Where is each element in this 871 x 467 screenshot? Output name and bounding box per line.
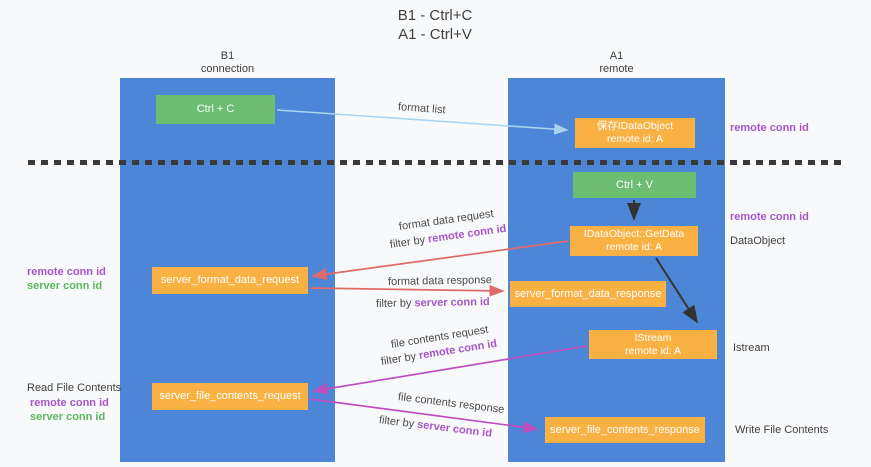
server-conn-id-value: server conn id (414, 296, 490, 310)
idataobject-getdata-box: IDataObject::GetData remote id: A (570, 226, 698, 256)
write-file-contents-label: Write File Contents (735, 424, 829, 436)
server-format-data-response-box: server_format_data_response (510, 281, 666, 307)
dataobject-label: DataObject (730, 235, 786, 247)
remote-conn-id-label-mid: remote conn id (730, 211, 809, 223)
filter-by-text: filter by (375, 297, 415, 310)
format-data-response-label: format data response (387, 274, 493, 288)
arrow-format-data-response (309, 284, 505, 297)
server-conn-id-value: server conn id (416, 418, 493, 440)
ctrl-v-label: Ctrl + V (616, 178, 653, 191)
title-line-1: B1 - Ctrl+C (397, 7, 473, 24)
server-file-contents-response-box: server_file_contents_response (545, 417, 705, 443)
format-data-response-filter-label: filter by server conn id (376, 296, 490, 310)
save-idataobject-line1: 保存IDataObject (596, 120, 674, 132)
file-contents-response-label: file contents response (397, 391, 505, 416)
file-server-conn-id-label: server conn id (30, 411, 106, 423)
istream-line2: remote id: A (624, 344, 682, 357)
left-column-subtitle: connection (200, 63, 255, 75)
filter-by-text: filter by (389, 233, 429, 251)
server-format-data-response-label: server_format_data_response (514, 287, 662, 300)
server-format-data-request-box: server_format_data_request (152, 267, 308, 294)
filter-by-text: filter by (380, 350, 420, 368)
server-file-contents-request-label: server_file_contents_request (159, 390, 301, 402)
filter-by-text: filter by (378, 414, 418, 431)
format-remote-conn-id-label: remote conn id (27, 266, 106, 278)
format-server-conn-id-label: server conn id (27, 280, 103, 292)
save-idataobject-box: 保存IDataObject remote id: A (575, 118, 695, 148)
format-list-label: format list (397, 101, 446, 117)
istream-line1: IStream (634, 331, 672, 344)
ctrl-c-label: Ctrl + C (196, 103, 235, 115)
right-column-title: A1 (609, 50, 624, 62)
idataobject-getdata-line2: remote id: A (605, 241, 663, 253)
remote-conn-id-label-top: remote conn id (730, 122, 809, 134)
left-column-title: B1 (220, 50, 235, 62)
title-line-2: A1 - Ctrl+V (398, 26, 472, 43)
save-idataobject-line2: remote id: A (606, 133, 664, 145)
file-contents-response-filter-label: filter by server conn id (378, 414, 492, 440)
read-file-contents-label: Read File Contents (27, 382, 122, 394)
file-remote-conn-id-label: remote conn id (30, 397, 109, 409)
ctrl-v-box: Ctrl + V (573, 172, 696, 198)
left-column-header: B1 connection (120, 50, 335, 76)
idataobject-getdata-line1: IDataObject::GetData (583, 228, 685, 240)
istream-side-label: Istream (733, 342, 770, 354)
server-file-contents-response-label: server_file_contents_response (550, 423, 700, 436)
right-column-subtitle: remote (599, 63, 634, 75)
diagram-title: B1 - Ctrl+C A1 - Ctrl+V (300, 6, 570, 44)
istream-box: IStream remote id: A (589, 330, 717, 359)
right-column-header: A1 remote (508, 50, 725, 76)
dashed-divider-line (28, 160, 846, 165)
server-format-data-request-label: server_format_data_request (160, 274, 300, 286)
server-file-contents-request-box: server_file_contents_request (152, 383, 308, 410)
ctrl-c-box: Ctrl + C (156, 95, 275, 124)
